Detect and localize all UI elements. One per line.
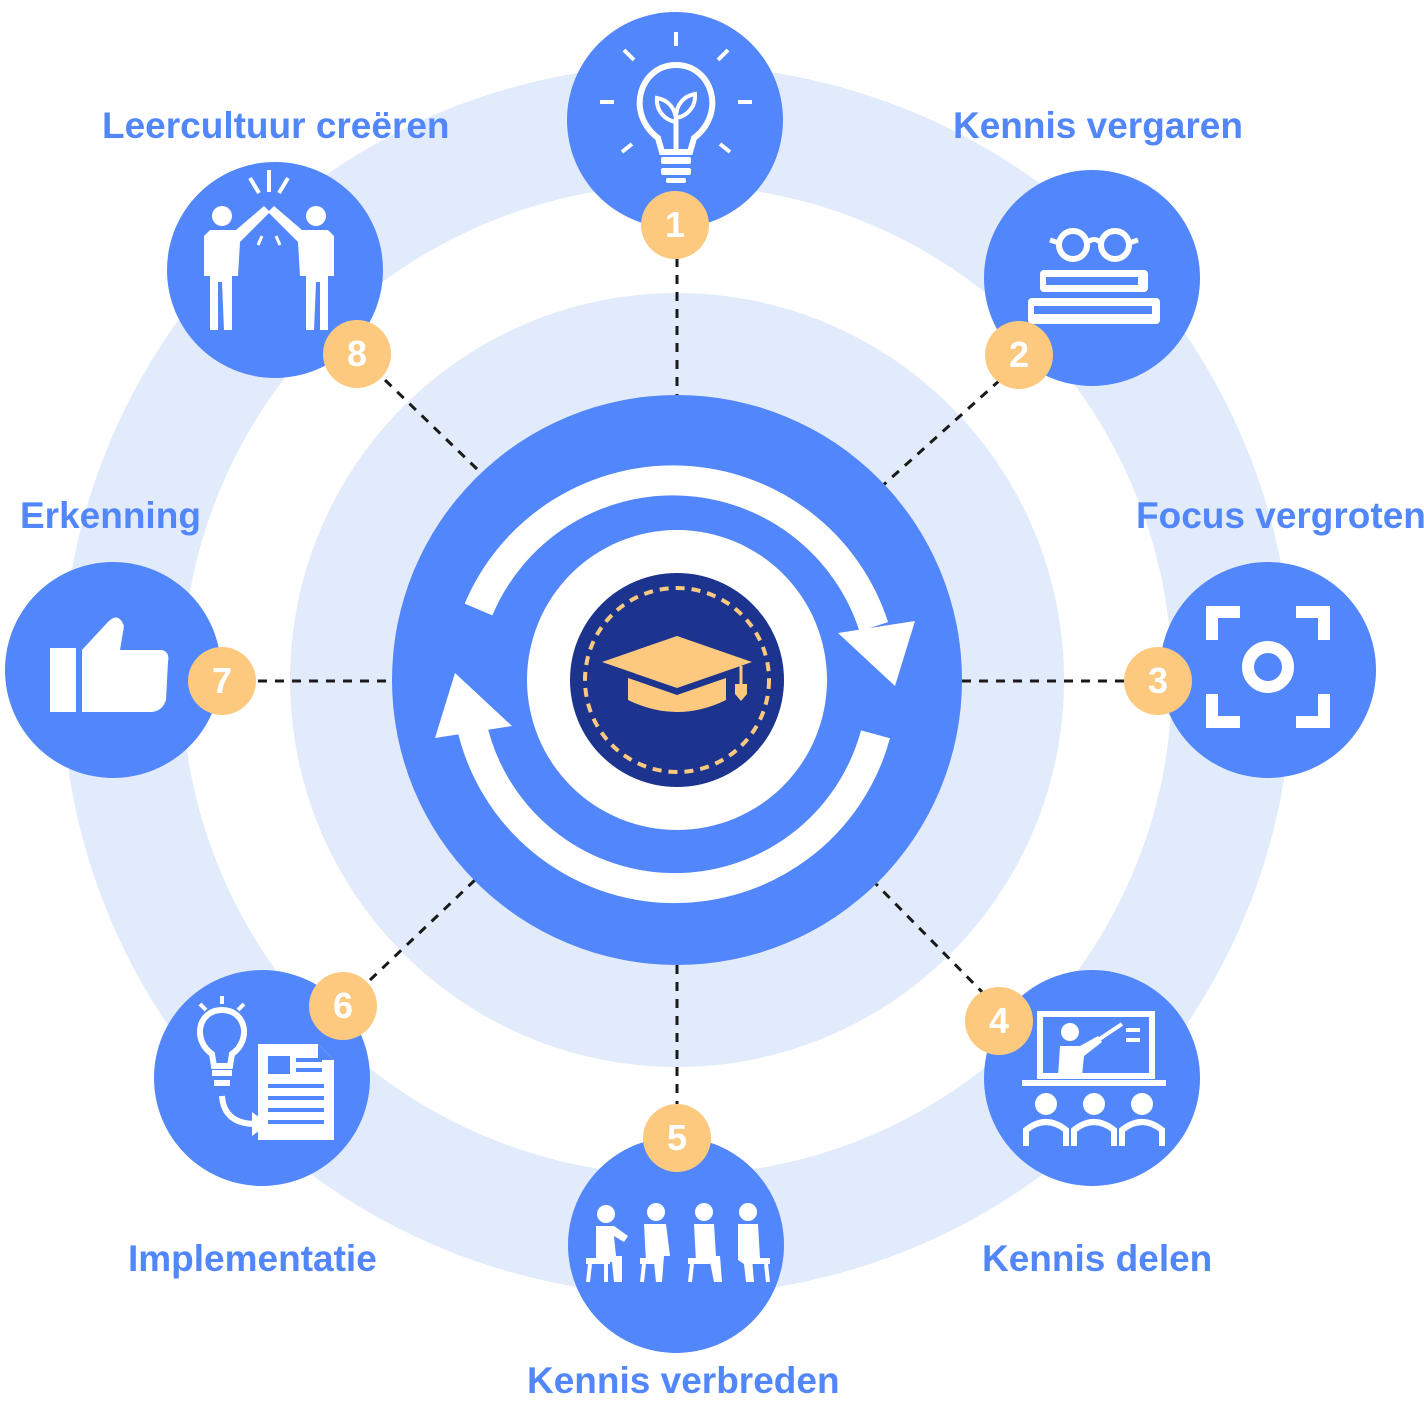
step-badge-3: 3 <box>1124 647 1192 715</box>
step-label-2: Kennis vergaren <box>953 105 1243 146</box>
thumbs-up-icon <box>50 617 169 712</box>
step-label-8: Leercultuur creëren <box>102 105 450 146</box>
group-discussion-icon <box>586 1203 770 1283</box>
step-label-7: Erkenning <box>20 495 201 536</box>
step-badge-2: 2 <box>985 321 1053 389</box>
step-badge-4: 4 <box>965 987 1033 1055</box>
step-node-8 <box>167 162 383 378</box>
step-label-6: Implementatie <box>128 1238 377 1279</box>
step-node-5 <box>568 1137 784 1353</box>
cycle-arrows-icon <box>435 465 915 904</box>
step-label-3: Focus vergroten <box>1136 495 1424 536</box>
center-hub <box>392 395 962 965</box>
step-label-4: Kennis delen <box>982 1238 1213 1279</box>
step-node-4 <box>984 970 1200 1186</box>
high-five-icon <box>204 170 334 330</box>
step-label-5: Kennis verbreden <box>527 1360 840 1401</box>
idea-to-document-icon <box>197 996 334 1140</box>
books-glasses-icon <box>1028 228 1160 324</box>
step-badge-8: 8 <box>323 320 391 388</box>
connector-6 <box>368 878 477 982</box>
presentation-audience-icon <box>1022 1011 1166 1146</box>
step-node-3 <box>1160 562 1376 778</box>
step-node-7 <box>5 562 221 778</box>
step-node-1 <box>567 12 783 228</box>
step-badge-7: 7 <box>188 647 256 715</box>
graduation-cap-icon <box>602 636 752 712</box>
connector-8 <box>383 378 480 472</box>
hub-dashed-ring <box>583 586 771 774</box>
connectors <box>258 258 1124 1104</box>
step-badge-6: 6 <box>309 972 377 1040</box>
step-badge-1: 1 <box>641 191 709 259</box>
lightbulb-plant-icon <box>600 32 752 183</box>
step-badge-5: 5 <box>643 1104 711 1172</box>
focus-target-icon <box>1206 606 1330 728</box>
